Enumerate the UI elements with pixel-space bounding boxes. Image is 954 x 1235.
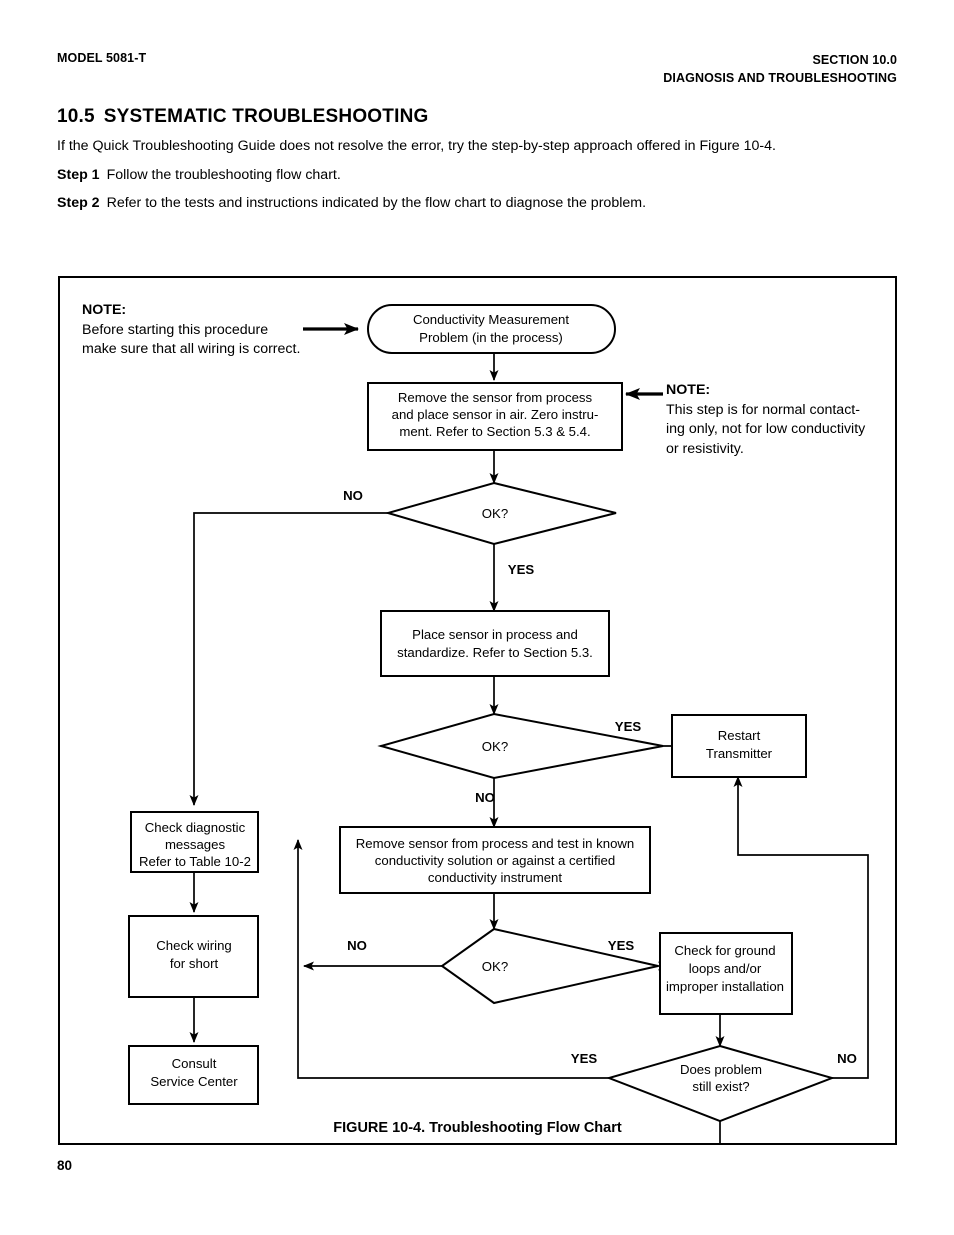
note-left: NOTE: Before starting this procedure mak…	[82, 301, 347, 360]
node-test-known-line-2: conductivity solution or against a certi…	[375, 853, 615, 868]
step-2-text: Refer to the tests and instructions indi…	[106, 195, 647, 211]
node-check-diagnostic-messages: Check diagnostic messages Refer to Table…	[130, 811, 259, 873]
node-check-diagnostic-line-3: Refer to Table 10-2	[139, 854, 251, 869]
page-title: 10.5 SYSTEMATIC TROUBLESHOOTING	[57, 106, 428, 128]
node-decision-ok-2: OK?	[377, 712, 664, 780]
edge-label-ok2-no: NO	[475, 790, 495, 805]
note-left-title: NOTE:	[82, 302, 127, 318]
edge-label-exists-yes: YES	[571, 1051, 598, 1066]
step-1-text: Follow the troubleshooting flow chart.	[106, 167, 341, 183]
node-place-sensor-standardize: Place sensor in process and standardize.…	[380, 610, 610, 677]
edge-label-ok1-yes: YES	[508, 562, 535, 577]
note-left-line-1: Before starting this procedure	[82, 321, 269, 338]
troubleshooting-flow-chart: Conductivity Measurement Problem (in the…	[58, 276, 897, 1145]
node-check-wiring-line-1: Check wiring	[156, 938, 232, 953]
node-check-diagnostic-line-2: messages	[165, 837, 226, 852]
step-2-paragraph: Step 2 Refer to the tests and instruction…	[57, 194, 646, 213]
header-model: MODEL 5081-T	[57, 51, 147, 65]
node-check-ground-line-1: Check for ground	[674, 943, 775, 958]
node-check-ground-line-3: improper installation	[666, 979, 784, 994]
node-check-ground-line-2: loops and/or	[689, 961, 762, 976]
figure-caption: FIGURE 10-4. Troubleshooting Flow Chart	[333, 1120, 622, 1136]
note-right-line-2: ing only, not for low conductivity	[666, 421, 866, 437]
section-title-text: SYSTEMATIC TROUBLESHOOTING	[103, 106, 429, 127]
node-ok3-text: OK?	[482, 959, 508, 974]
note-right: NOTE: This step is for normal contact- i…	[666, 381, 901, 459]
node-remove-sensor-zero: Remove the sensor from process and place…	[367, 382, 623, 451]
node-test-known-line-1: Remove sensor from process and test in k…	[356, 836, 635, 851]
edge-label-ok3-no: NO	[347, 938, 367, 953]
node-start-line-2: Problem (in the process)	[419, 330, 563, 345]
node-start-line-1: Conductivity Measurement	[413, 312, 569, 327]
node-restart-line-1: Restart	[718, 728, 761, 743]
note-left-line-2: make sure that all wiring is correct.	[82, 341, 301, 357]
section-number: 10.5	[57, 106, 95, 127]
node-decision-ok-1: OK?	[384, 481, 617, 546]
node-check-diagnostic-line-1: Check diagnostic	[145, 820, 246, 835]
page-number: 80	[57, 1158, 73, 1173]
edge-exists-yes-to-check-diagnostic	[293, 839, 609, 1079]
node-remove-sensor-line-1: Remove the sensor from process	[398, 390, 593, 405]
node-check-wiring-line-2: for short	[170, 956, 219, 971]
node-ok1-text: OK?	[482, 506, 508, 521]
edge-label-exists-no: NO	[837, 1051, 857, 1066]
note-right-title: NOTE:	[666, 382, 711, 398]
node-remove-sensor-line-2: and place sensor in air. Zero instru-	[392, 407, 599, 422]
edge-label-ok1-no: NO	[343, 488, 363, 503]
node-exists-line-1: Does problem	[680, 1062, 762, 1077]
node-exists-line-2: still exist?	[692, 1079, 749, 1094]
edge-ok1-no-to-check-diagnostic	[189, 512, 388, 806]
node-consult-service-center: Consult Service Center	[128, 1045, 259, 1105]
node-check-ground-loops: Check for ground loops and/or improper i…	[659, 932, 793, 1015]
header-section-number: SECTION 10.0	[812, 53, 897, 67]
header-section: SECTION 10.0 DIAGNOSIS AND TROUBLESHOOTI…	[663, 51, 897, 87]
step-2-label: Step 2	[57, 195, 100, 211]
edge-exists-no-to-restart	[733, 776, 869, 1079]
note-right-line-3: or resistivity.	[666, 440, 744, 457]
node-place-sensor-line-2: standardize. Refer to Section 5.3.	[397, 645, 593, 660]
node-consult-line-1: Consult	[172, 1056, 217, 1071]
header-section-title: DIAGNOSIS AND TROUBLESHOOTING	[663, 71, 897, 85]
edge-label-ok3-yes: YES	[608, 938, 635, 953]
node-test-known-solution: Remove sensor from process and test in k…	[339, 826, 651, 894]
node-remove-sensor-line-3: ment. Refer to Section 5.3 & 5.4.	[399, 424, 590, 439]
node-decision-ok-3: OK?	[440, 927, 659, 1005]
intro-paragraph: If the Quick Troubleshooting Guide does …	[57, 138, 776, 154]
step-1-label: Step 1	[57, 167, 100, 183]
node-ok2-text: OK?	[482, 739, 508, 754]
node-decision-problem-exists: Does problem still exist?	[605, 1044, 836, 1123]
node-restart-transmitter: Restart Transmitter	[671, 714, 807, 778]
edge-label-ok2-yes: YES	[615, 719, 642, 734]
node-start: Conductivity Measurement Problem (in the…	[367, 304, 616, 354]
step-1-paragraph: Step 1 Follow the troubleshooting flow ch…	[57, 166, 341, 185]
note-right-line-1: This step is for normal contact-	[666, 401, 860, 418]
node-check-wiring-short: Check wiring for short	[128, 915, 259, 998]
node-consult-line-2: Service Center	[150, 1074, 238, 1089]
node-restart-line-2: Transmitter	[706, 746, 773, 761]
node-test-known-line-3: conductivity instrument	[428, 870, 562, 885]
node-place-sensor-line-1: Place sensor in process and	[412, 627, 578, 642]
